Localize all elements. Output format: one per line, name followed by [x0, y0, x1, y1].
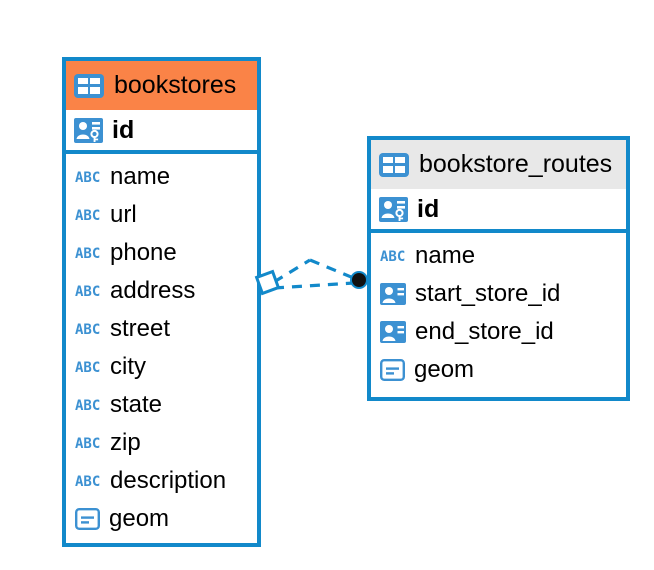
- text-type-icon: ABC: [75, 244, 101, 262]
- column-row[interactable]: start_store_id: [371, 275, 626, 313]
- svg-text:ABC: ABC: [75, 474, 100, 490]
- entity-title: bookstore_routes: [419, 150, 613, 178]
- primary-key-icon: [379, 195, 408, 224]
- svg-text:ABC: ABC: [380, 249, 405, 265]
- column-label: phone: [110, 239, 177, 266]
- foreign-key-icon: [380, 281, 406, 307]
- column-row[interactable]: ABC address: [66, 272, 257, 310]
- column-row[interactable]: ABC zip: [66, 424, 257, 462]
- column-label: start_store_id: [415, 280, 561, 307]
- svg-text:ABC: ABC: [75, 208, 100, 224]
- column-label: state: [110, 391, 163, 418]
- column-label: name: [415, 242, 476, 269]
- text-type-icon: ABC: [75, 320, 101, 338]
- table-icon: [379, 152, 409, 177]
- column-label: city: [110, 353, 146, 380]
- primary-key-icon: [74, 116, 103, 145]
- column-row[interactable]: geom: [66, 500, 257, 538]
- column-label: zip: [110, 429, 141, 456]
- column-label: geom: [109, 505, 170, 532]
- column-label: id: [112, 115, 135, 144]
- column-label: geom: [414, 356, 475, 383]
- column-label: id: [417, 194, 440, 223]
- column-row[interactable]: ABC description: [66, 462, 257, 500]
- relationship-line-lower: [273, 281, 355, 290]
- svg-text:ABC: ABC: [75, 398, 100, 414]
- foreign-key-icon: [380, 319, 406, 345]
- entity-title: bookstores: [114, 71, 237, 99]
- geometry-type-icon: [75, 508, 100, 530]
- column-row-primary-key[interactable]: id: [371, 189, 626, 233]
- column-label: description: [110, 467, 227, 494]
- column-row[interactable]: ABC street: [66, 310, 257, 348]
- entity-header-bookstore-routes[interactable]: bookstore_routes: [371, 140, 626, 189]
- text-type-icon: ABC: [75, 206, 101, 224]
- column-label: street: [110, 315, 171, 342]
- svg-text:ABC: ABC: [75, 170, 100, 186]
- column-row[interactable]: ABC state: [66, 386, 257, 424]
- column-row-primary-key[interactable]: id: [66, 110, 257, 154]
- column-list-bookstores: ABC name ABC url ABC p: [66, 154, 257, 538]
- column-row[interactable]: ABC url: [66, 196, 257, 234]
- svg-text:ABC: ABC: [75, 246, 100, 262]
- geometry-type-icon: [380, 359, 405, 381]
- column-row[interactable]: geom: [371, 351, 626, 389]
- entity-bookstore-routes[interactable]: bookstore_routes id: [367, 136, 630, 401]
- entity-bookstores[interactable]: bookstores id: [62, 57, 261, 547]
- text-type-icon: ABC: [75, 282, 101, 300]
- text-type-icon: ABC: [75, 168, 101, 186]
- column-list-bookstore-routes: ABC name start_store_id: [371, 233, 626, 389]
- svg-text:ABC: ABC: [75, 360, 100, 376]
- column-label: end_store_id: [415, 318, 554, 345]
- relationship-line-upper-left: [273, 258, 311, 284]
- table-icon: [74, 73, 104, 98]
- entity-header-bookstores[interactable]: bookstores: [66, 61, 257, 110]
- column-row[interactable]: end_store_id: [371, 313, 626, 351]
- column-label: url: [110, 201, 137, 228]
- relationship-connector[interactable]: [250, 243, 380, 315]
- column-row[interactable]: ABC name: [371, 237, 626, 275]
- text-type-icon: ABC: [75, 472, 101, 490]
- relationship-line-upper-right: [309, 258, 357, 281]
- text-type-icon: ABC: [75, 358, 101, 376]
- column-label: address: [110, 277, 196, 304]
- text-type-icon: ABC: [380, 247, 406, 265]
- text-type-icon: ABC: [75, 396, 101, 414]
- column-row[interactable]: ABC city: [66, 348, 257, 386]
- column-row[interactable]: ABC phone: [66, 234, 257, 272]
- text-type-icon: ABC: [75, 434, 101, 452]
- svg-text:ABC: ABC: [75, 322, 100, 338]
- svg-text:ABC: ABC: [75, 436, 100, 452]
- svg-text:ABC: ABC: [75, 284, 100, 300]
- column-row[interactable]: ABC name: [66, 158, 257, 196]
- column-label: name: [110, 163, 171, 190]
- filled-dot-marker: [350, 271, 368, 289]
